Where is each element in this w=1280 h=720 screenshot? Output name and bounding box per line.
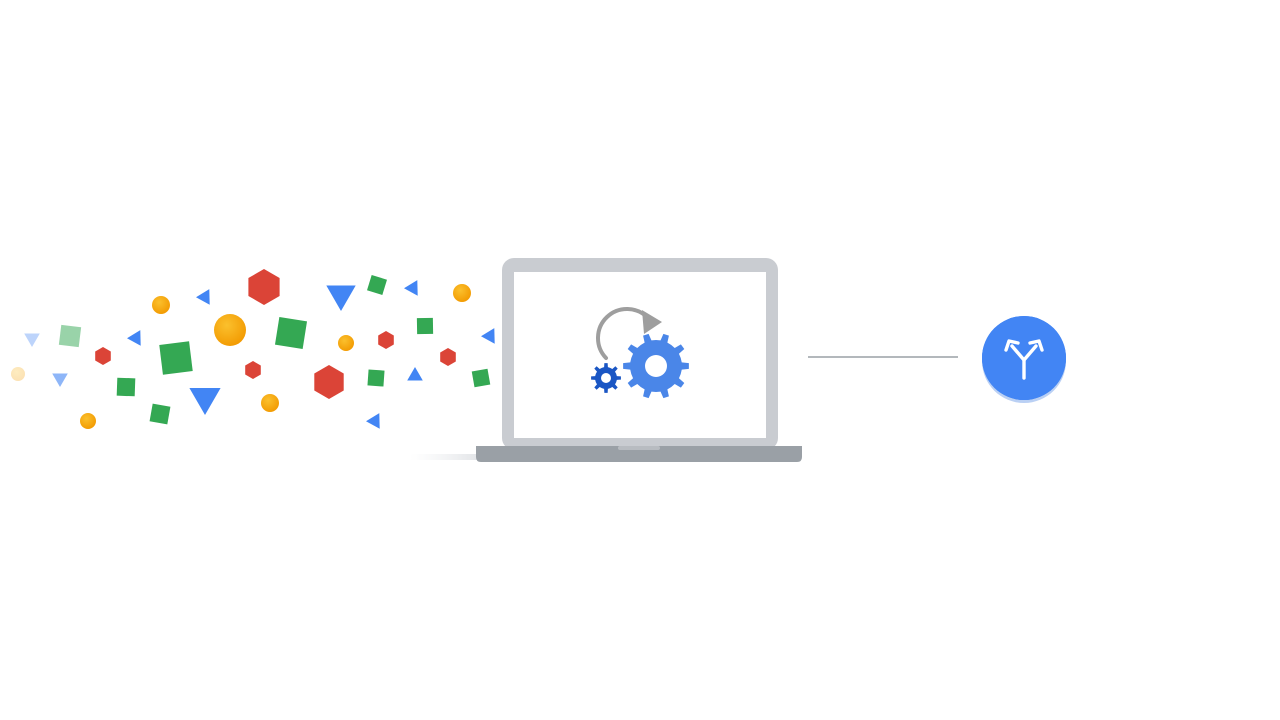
triangle-particle: [24, 333, 40, 347]
settings-sync-icon: [591, 307, 689, 399]
small-gear-icon: [591, 363, 621, 393]
split-arrow-icon: [1004, 339, 1044, 380]
laptop-base: [476, 446, 802, 462]
square-particle: [367, 369, 385, 387]
large-gear-icon: [623, 333, 689, 399]
square-particle: [274, 316, 308, 350]
particle-stream: [11, 269, 495, 429]
circle-particle: [214, 314, 246, 346]
square-particle: [416, 317, 434, 335]
square-particle: [159, 341, 193, 375]
triangle-particle: [404, 280, 418, 296]
triangle-particle: [326, 285, 356, 311]
triangle-particle: [189, 388, 221, 415]
circle-particle: [261, 394, 279, 412]
hexagon-particle: [440, 348, 456, 366]
laptop-shadow: [410, 454, 500, 460]
circle-particle: [11, 367, 25, 381]
square-particle: [149, 403, 171, 425]
triangle-particle: [481, 328, 495, 344]
hexagon-particle: [95, 347, 111, 365]
square-particle: [116, 377, 136, 397]
triangle-particle: [196, 289, 210, 305]
split-badge: [982, 316, 1066, 403]
gear-hole: [601, 373, 611, 383]
circle-particle: [80, 413, 96, 429]
sync-arrow-icon: [596, 307, 650, 360]
triangle-particle: [407, 367, 423, 381]
hexagon-particle: [245, 361, 261, 379]
laptop-base-notch: [618, 446, 660, 450]
laptop: [410, 258, 802, 462]
triangle-particle: [127, 330, 141, 346]
circle-particle: [338, 335, 354, 351]
gear-hole: [645, 355, 667, 377]
triangle-particle: [366, 413, 380, 429]
triangle-particle: [52, 373, 68, 387]
hexagon-particle: [248, 269, 280, 305]
hexagon-particle: [378, 331, 394, 349]
hexagon-particle: [314, 365, 344, 399]
square-particle: [471, 368, 491, 388]
square-particle: [58, 324, 82, 348]
circle-particle: [152, 296, 170, 314]
sync-arrow-head-icon: [642, 310, 662, 334]
square-particle: [367, 275, 387, 295]
circle-particle: [453, 284, 471, 302]
